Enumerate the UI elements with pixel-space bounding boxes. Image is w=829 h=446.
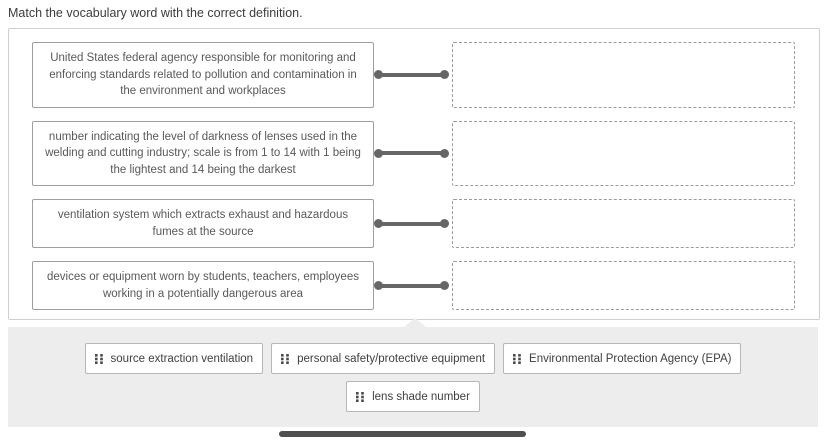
answer-drop-zone[interactable] xyxy=(452,42,795,108)
definition-text: devices or equipment worn by students, t… xyxy=(47,271,359,300)
definition-box: number indicating the level of darkness … xyxy=(32,120,374,186)
matching-panel: United States federal agency responsible… xyxy=(8,28,820,320)
word-bank-tray: source extraction ventilation personal s… xyxy=(8,318,818,427)
page-title: Match the vocabulary word with the corre… xyxy=(8,6,303,20)
word-bank-row: lens shade number xyxy=(8,381,818,412)
word-chip[interactable]: lens shade number xyxy=(346,381,480,412)
answer-drop-zone[interactable] xyxy=(452,120,795,186)
drag-handle-icon xyxy=(281,353,289,364)
word-chip[interactable]: source extraction ventilation xyxy=(84,343,264,374)
connector-line xyxy=(374,219,452,228)
answer-drop-zone[interactable] xyxy=(452,199,795,248)
drag-handle-icon xyxy=(356,391,364,402)
word-chip-label: personal safety/protective equipment xyxy=(297,352,486,365)
connector-line xyxy=(374,70,452,80)
drag-handle-icon xyxy=(94,353,103,364)
match-row: United States federal agency responsible… xyxy=(32,42,795,108)
connector-line xyxy=(374,281,452,290)
horizontal-scrollbar[interactable] xyxy=(279,431,526,437)
definition-text: United States federal agency responsible… xyxy=(49,52,357,97)
answer-drop-zone[interactable] xyxy=(452,261,795,310)
word-chip-label: source extraction ventilation xyxy=(110,352,254,365)
word-chip[interactable]: personal safety/protective equipment xyxy=(271,343,496,374)
drag-handle-icon xyxy=(513,353,521,364)
definition-box: devices or equipment worn by students, t… xyxy=(32,261,374,310)
tray-caret xyxy=(404,318,426,327)
match-row: devices or equipment worn by students, t… xyxy=(32,261,795,310)
match-row: ventilation system which extracts exhaus… xyxy=(32,199,795,248)
definition-text: number indicating the level of darkness … xyxy=(45,130,361,176)
word-chip[interactable]: Environmental Protection Agency (EPA) xyxy=(503,343,742,374)
definition-box: ventilation system which extracts exhaus… xyxy=(32,199,374,248)
definition-text: ventilation system which extracts exhaus… xyxy=(57,209,349,238)
definition-box: United States federal agency responsible… xyxy=(32,42,374,108)
word-bank-row: source extraction ventilation personal s… xyxy=(8,343,818,374)
word-chip-label: Environmental Protection Agency (EPA) xyxy=(529,352,732,365)
word-chip-label: lens shade number xyxy=(372,390,470,403)
match-row: number indicating the level of darkness … xyxy=(32,120,795,186)
connector-line xyxy=(374,148,452,158)
